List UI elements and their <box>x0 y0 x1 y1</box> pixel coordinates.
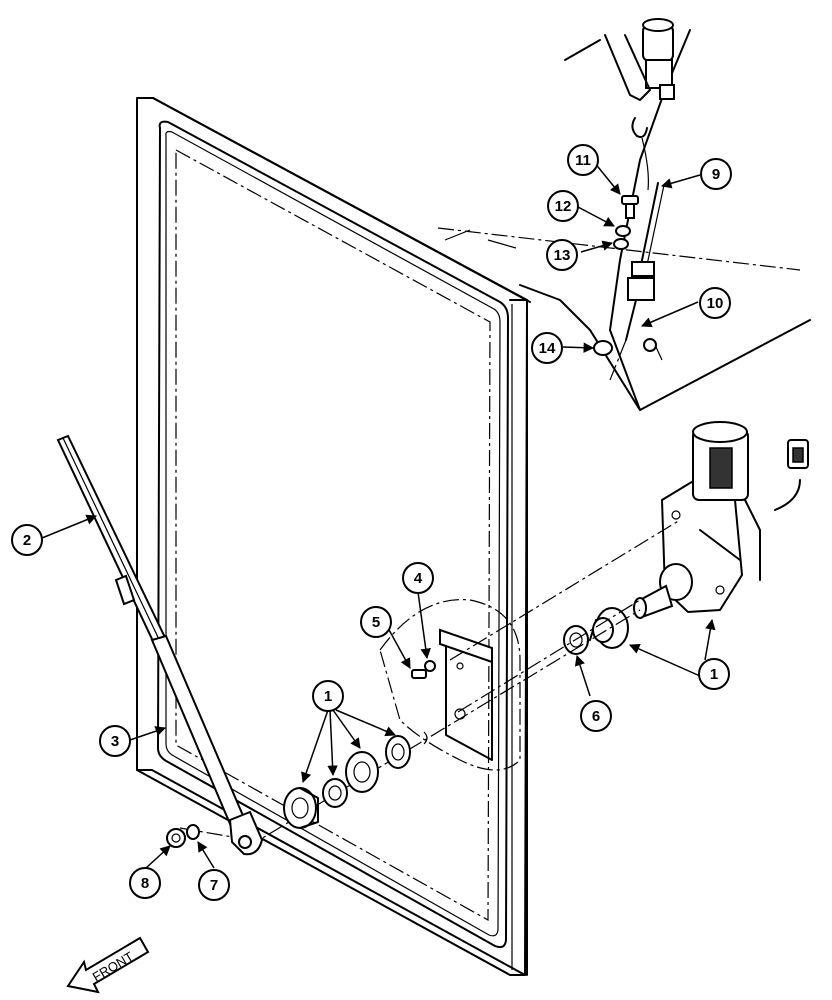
callout-10: 10 <box>699 287 731 319</box>
wiper-blade <box>56 434 174 658</box>
callout-8: 8 <box>129 867 161 899</box>
motor-spacer <box>563 607 629 655</box>
svg-text:12: 12 <box>555 198 572 215</box>
pivot-hardware <box>283 731 428 829</box>
svg-text:3: 3 <box>111 733 119 750</box>
roof-panel <box>437 29 811 411</box>
callout-11: 11 <box>567 144 599 176</box>
callout-3: 3 <box>99 725 131 757</box>
callout-2: 2 <box>11 524 43 556</box>
callout-7: 7 <box>198 869 230 901</box>
callout-12: 12 <box>547 190 579 222</box>
callout-4: 4 <box>402 562 434 594</box>
callout-14: 14 <box>531 332 563 364</box>
callout-1-right: 1 <box>698 658 730 690</box>
washer-hose <box>625 182 665 341</box>
callout-9: 9 <box>700 158 732 190</box>
svg-text:10: 10 <box>707 295 724 312</box>
leader-lines <box>41 161 716 869</box>
svg-text:11: 11 <box>575 152 591 169</box>
svg-text:5: 5 <box>372 614 380 631</box>
washer-nozzle <box>604 18 675 191</box>
mounting-bracket <box>379 598 521 771</box>
svg-text:4: 4 <box>414 570 423 587</box>
svg-text:14: 14 <box>539 340 556 357</box>
svg-text:6: 6 <box>592 708 600 725</box>
svg-text:8: 8 <box>141 875 149 892</box>
svg-text:1: 1 <box>324 688 332 705</box>
wiper-arm <box>150 634 264 856</box>
front-direction-arrow: FRONT <box>66 936 150 994</box>
svg-text:7: 7 <box>210 877 218 894</box>
callout-13: 13 <box>546 239 578 271</box>
svg-text:9: 9 <box>712 166 720 183</box>
wiper-motor <box>633 421 809 619</box>
callout-1-left: 1 <box>312 680 344 712</box>
assembly-centerlines <box>179 339 681 849</box>
svg-text:2: 2 <box>23 532 31 549</box>
svg-text:1: 1 <box>710 666 718 683</box>
window-frame <box>136 97 531 976</box>
callout-5: 5 <box>360 606 392 638</box>
arm-nut <box>166 824 200 848</box>
svg-text:13: 13 <box>554 247 571 264</box>
callout-6: 6 <box>580 700 612 732</box>
